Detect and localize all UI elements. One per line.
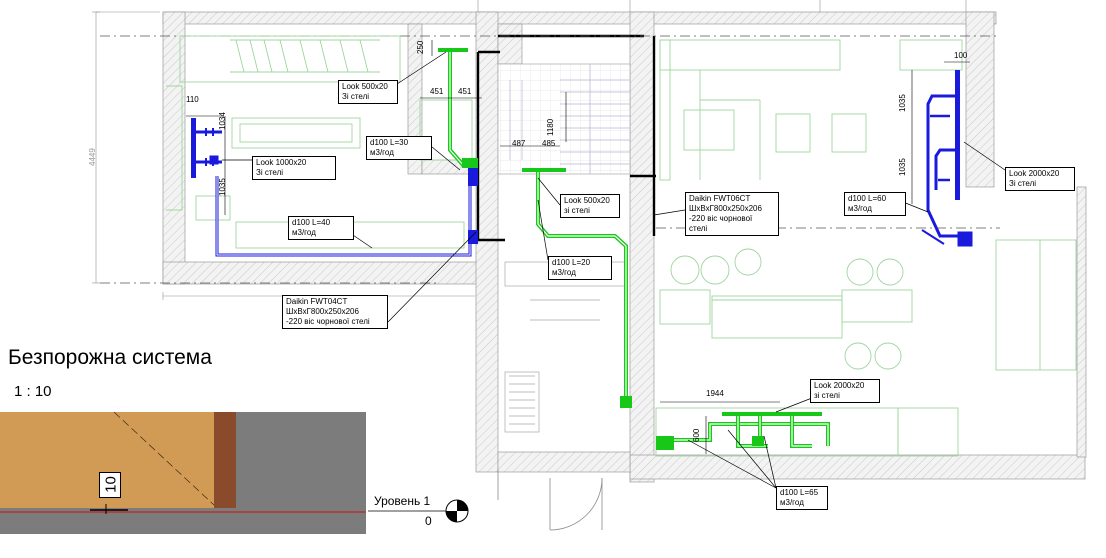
label-d100-20: d100 L=20 м3/год [548, 256, 612, 280]
grille-dimension-marks [186, 40, 970, 454]
dimension-100: 100 [954, 51, 968, 60]
dimension-1180: 1180 [546, 118, 555, 136]
dimension-1944: 1944 [706, 389, 724, 398]
level-value: 0 [425, 514, 432, 528]
label-d100-65: d100 L=65 м3/год [776, 486, 828, 510]
label-d100-40: d100 L=40 м3/год [288, 216, 354, 240]
dimension-4449: 4449 [88, 148, 97, 166]
duct-green-bottom [656, 412, 830, 450]
drawing-scale: 1 : 10 [14, 383, 52, 400]
dimension-1035-left: 1035 [218, 178, 227, 196]
dimension-1035-right-bottom: 1035 [898, 158, 907, 176]
duct-green-top [438, 48, 478, 168]
bathroom-fixtures [504, 261, 626, 433]
walls [162, 11, 1087, 483]
dimension-487: 487 [512, 139, 526, 148]
dimension-485: 485 [542, 139, 556, 148]
dimension-451a: 451 [430, 87, 444, 96]
duct-green-middle [522, 168, 632, 408]
label-daikin-06: Daikin FWT06CT ШхВхГ800x250x206 -220 віс… [685, 192, 779, 236]
label-look-1000: Look 1000x20 Зі стелі [252, 156, 336, 180]
label-daikin-04: Daikin FWT04CT ШхВхГ800x250x206 -220 віс… [282, 295, 388, 329]
dimension-250: 250 [416, 40, 425, 54]
detail-dimension-value: 10 [102, 476, 120, 493]
level-marker-icon [368, 499, 469, 523]
dimension-1034: 1034 [218, 112, 227, 130]
label-d100-60: d100 L=60 м3/год [844, 192, 906, 216]
label-look-2000-right: Look 2000x20 Зі стелі [1005, 167, 1075, 191]
drawing-title: Безпорожна система [8, 346, 212, 369]
detail-dimension-box: 10 [99, 472, 121, 498]
dimension-110: 110 [186, 95, 199, 104]
label-look-2000-bottom: Look 2000x20 зі стелі [810, 379, 880, 403]
label-look-500-top: Look 500x20 Зі стелі [338, 80, 398, 104]
dimension-600: 600 [692, 428, 701, 442]
dimension-1035-right-top: 1035 [898, 94, 907, 112]
label-look-500-mid: Look 500x20 зі стелі [560, 194, 620, 218]
duct-left-system [191, 118, 478, 257]
furniture [166, 35, 1077, 457]
stair-area [497, 63, 631, 175]
label-d100-30: d100 L=30 м3/год [366, 136, 432, 160]
duct-right-system [921, 70, 973, 247]
section-detail [0, 411, 366, 534]
dimension-451b: 451 [458, 87, 472, 96]
staircase [509, 64, 630, 174]
entrance-door [497, 470, 603, 531]
level-label: Уровень 1 [374, 494, 431, 508]
